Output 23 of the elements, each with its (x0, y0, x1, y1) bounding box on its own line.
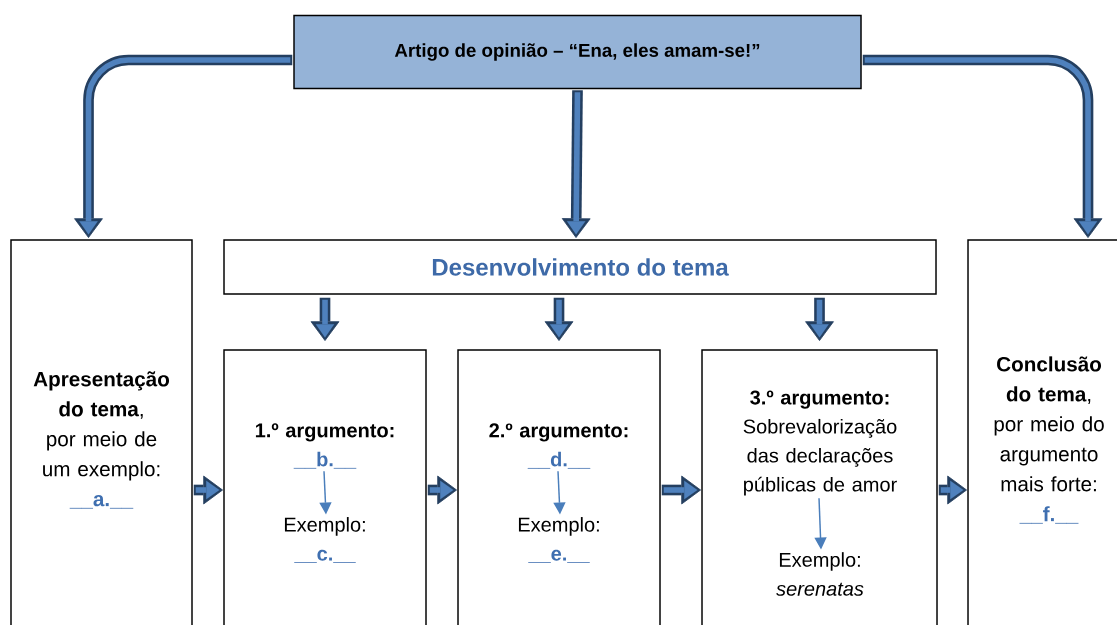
title-box: Artigo de opinião – “Ena, eles amam-se!” (293, 14, 862, 90)
block-arrow (938, 475, 967, 505)
heading-box: Desenvolvimento do tema (223, 239, 937, 295)
argument-box (701, 349, 938, 625)
block-arrow (310, 297, 340, 341)
argument-text: 1.º argumento: __b.__ (255, 423, 394, 469)
block-arrow (193, 475, 223, 505)
block-arrow (561, 90, 591, 238)
section-box: Conclusão do tema, por meio do argumento mais forte: __f.__ (967, 239, 1117, 625)
block-arrow (661, 475, 701, 505)
block-arrow (74, 54, 293, 238)
section-box: Apresentação do tema, por meio de um exemplo: __a.__ (10, 239, 193, 625)
argument-text: 2.º argumento: __d.__ (489, 423, 628, 469)
argument-box (457, 349, 661, 625)
argument-box (223, 349, 427, 625)
block-arrow (805, 297, 834, 341)
example-text: Exemplo: __c.__ (284, 517, 365, 563)
block-arrow (544, 297, 574, 341)
block-arrow (862, 54, 1103, 238)
example-text: Exemplo: __e.__ (518, 517, 599, 563)
block-arrow (427, 475, 457, 505)
argument-text: 3.º argumento: Sobrevalorização das declarações públicas de amor (743, 390, 897, 496)
example-text: Exemplo: serenatas (776, 552, 864, 596)
